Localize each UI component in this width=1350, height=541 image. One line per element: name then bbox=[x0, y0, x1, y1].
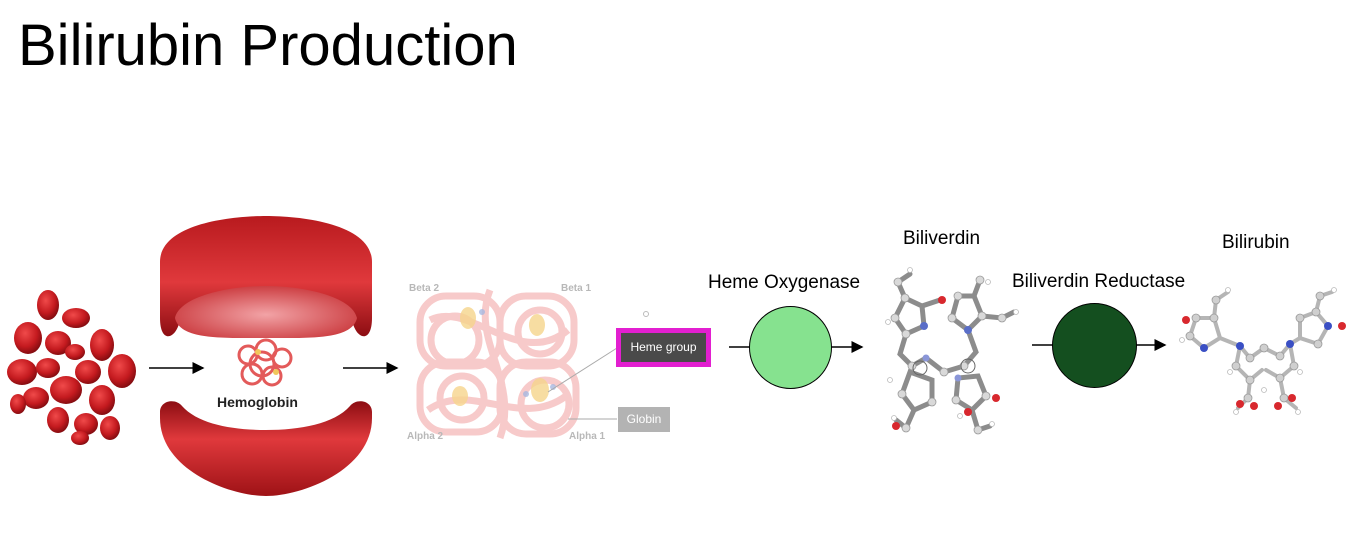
blood-cell-cross-section-image bbox=[160, 216, 372, 496]
globin-label: Globin bbox=[618, 407, 670, 432]
page-title: Bilirubin Production bbox=[18, 13, 518, 78]
heme-oxygenase-label: Heme Oxygenase bbox=[708, 272, 861, 293]
biliverdin-molecule-image bbox=[885, 267, 1019, 435]
bilirubin-label: Bilirubin bbox=[1222, 232, 1290, 253]
heme-group-label: Heme group bbox=[621, 333, 706, 362]
hemoglobin-structure-image bbox=[416, 288, 580, 440]
chain-label-alpha2: Alpha 2 bbox=[407, 431, 444, 442]
red-blood-cells-image bbox=[7, 290, 136, 445]
heme-group-highlight: Heme group bbox=[616, 328, 711, 367]
chain-label-beta2: Beta 2 bbox=[409, 283, 440, 294]
biliverdin-label: Biliverdin bbox=[903, 228, 981, 249]
chain-label-alpha1: Alpha 1 bbox=[569, 431, 606, 442]
hemoglobin-label: Hemoglobin bbox=[217, 394, 298, 410]
biliverdin-reductase-node bbox=[1052, 303, 1137, 388]
bilirubin-molecule-image bbox=[1179, 287, 1346, 415]
heme-oxygenase-node bbox=[749, 306, 832, 389]
biliverdin-reductase-label: Biliverdin Reductase bbox=[1012, 271, 1186, 292]
chain-label-beta1: Beta 1 bbox=[561, 283, 592, 294]
heme-pointer-line bbox=[547, 347, 618, 393]
heme-molecules-image bbox=[452, 307, 556, 406]
